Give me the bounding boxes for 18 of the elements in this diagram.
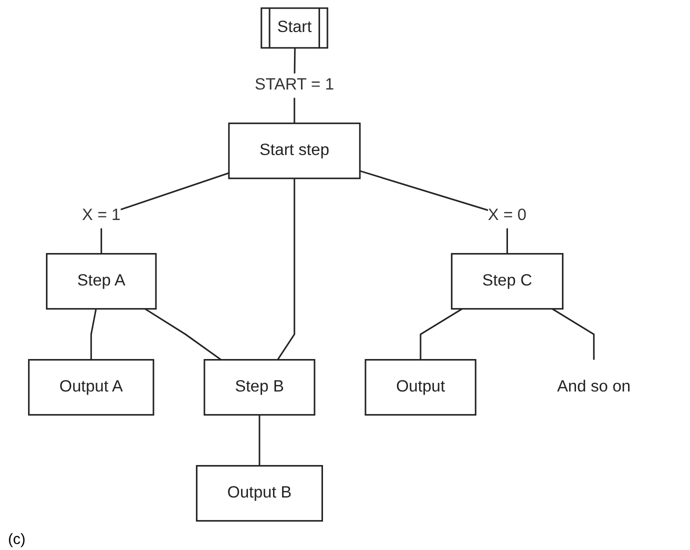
node-box: Start step (228, 122, 361, 180)
connector (276, 178, 296, 360)
edge-label: X = 1 (82, 206, 121, 224)
node-box: Step B (204, 359, 316, 416)
node-box: Output A (28, 359, 154, 416)
node-box: Step A (46, 253, 157, 310)
node-box: Output B (196, 465, 323, 522)
node-box: Output (364, 359, 476, 416)
edge-label: X = 0 (488, 206, 526, 224)
connector (420, 308, 463, 360)
connector (258, 414, 260, 466)
connector (552, 308, 595, 360)
connector (90, 308, 97, 360)
node-text: And so on (557, 378, 631, 396)
panel-label: (c) (8, 531, 26, 548)
edge-label: START = 1 (254, 76, 334, 94)
node-box: Step C (450, 253, 564, 310)
connector (144, 308, 222, 360)
